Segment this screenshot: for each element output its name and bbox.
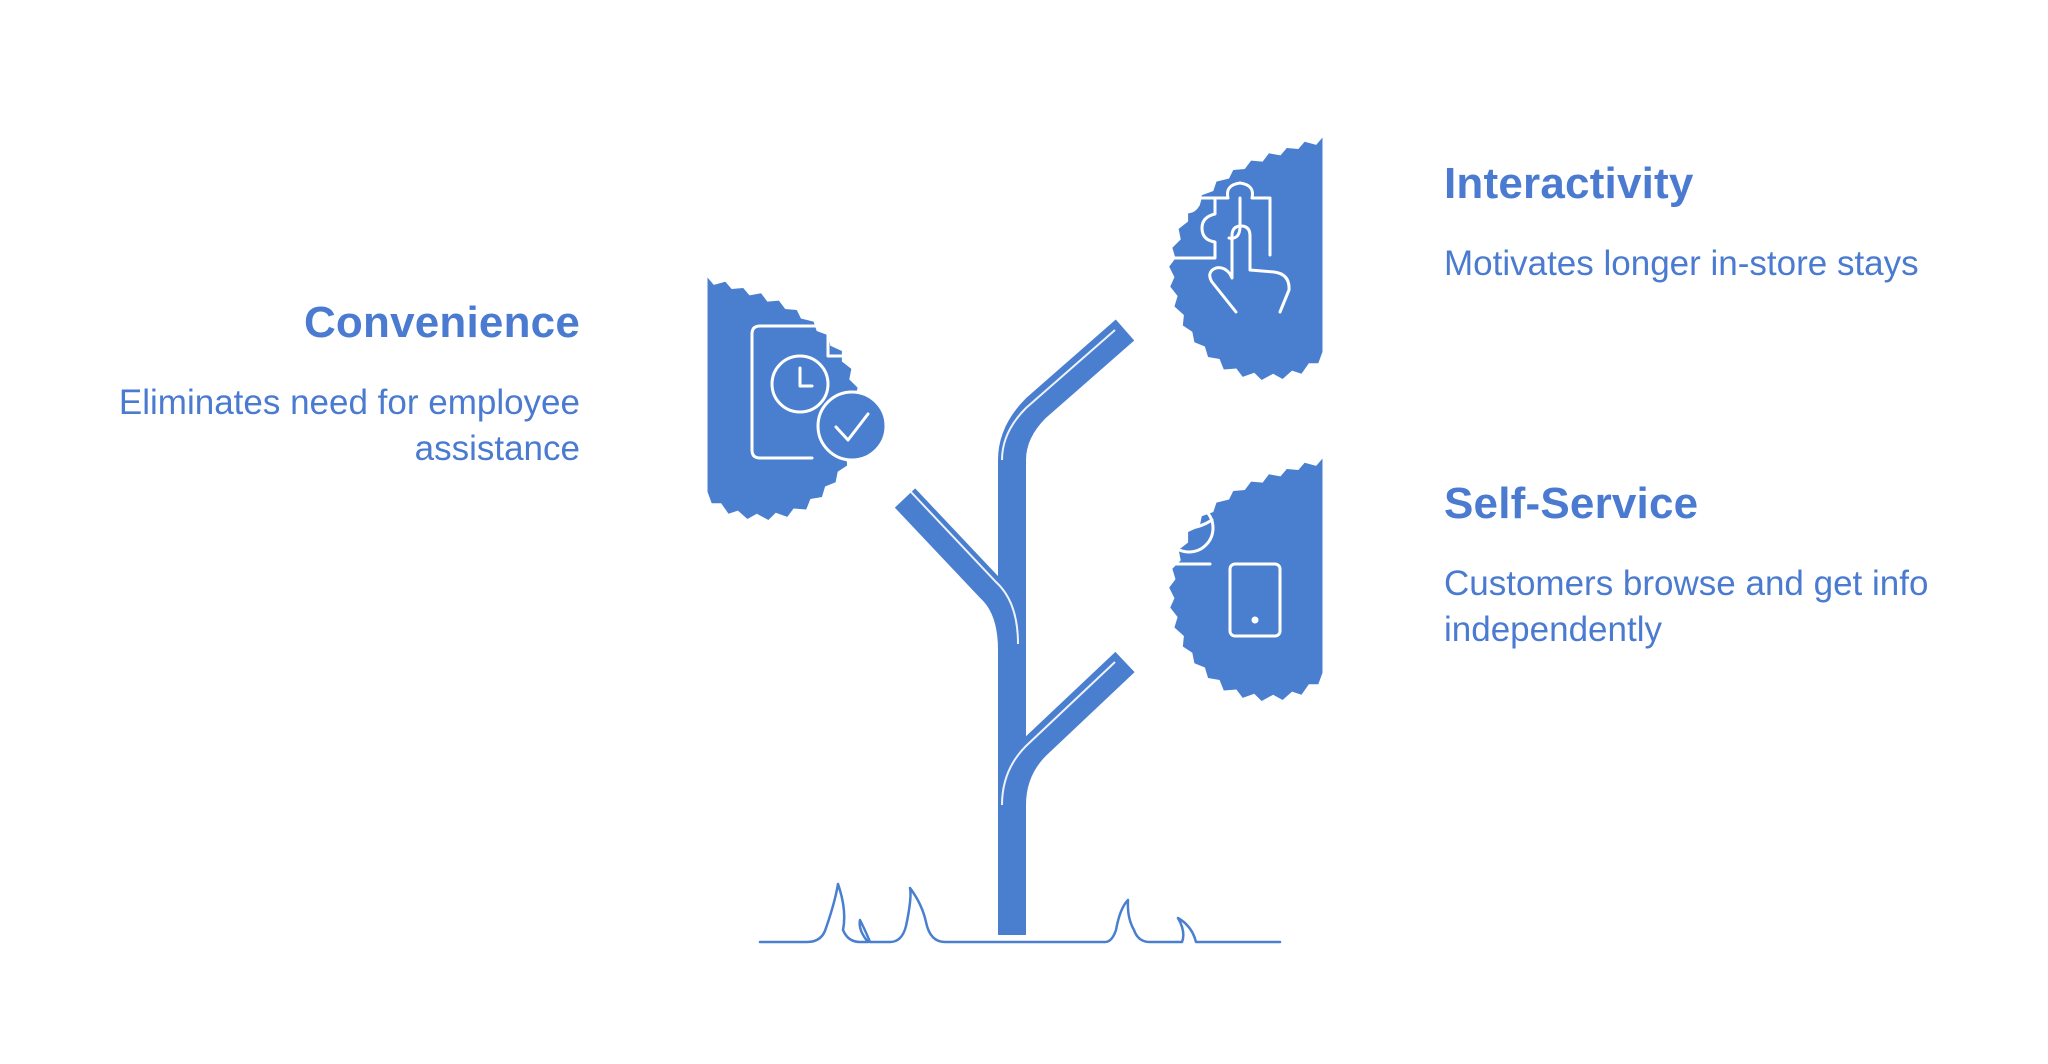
item-description: Customers browse and get info independen…	[1444, 564, 1929, 649]
item-interactivity: Interactivity Motivates longer in-store …	[1444, 157, 2024, 287]
item-title: Self-Service	[1444, 479, 1699, 528]
person-tablet-icon	[1145, 502, 1282, 638]
lower-right-branch	[998, 651, 1135, 806]
left-branch	[894, 488, 1026, 651]
item-title: Convenience	[303, 298, 580, 347]
clock-document-check-icon	[750, 324, 888, 462]
puzzle-hand-icon	[1149, 181, 1291, 314]
ground-line	[758, 882, 1282, 944]
item-title: Interactivity	[1444, 159, 1694, 208]
item-description: Motivates longer in-store stays	[1444, 244, 1919, 283]
leaf-selfservice	[1169, 458, 1323, 702]
item-self-service: Self-Service Customers browse and get in…	[1444, 477, 2024, 653]
item-convenience: Convenience Eliminates need for employee…	[60, 296, 580, 472]
main-stem	[998, 319, 1135, 935]
item-description: Eliminates need for employee assistance	[118, 383, 580, 468]
